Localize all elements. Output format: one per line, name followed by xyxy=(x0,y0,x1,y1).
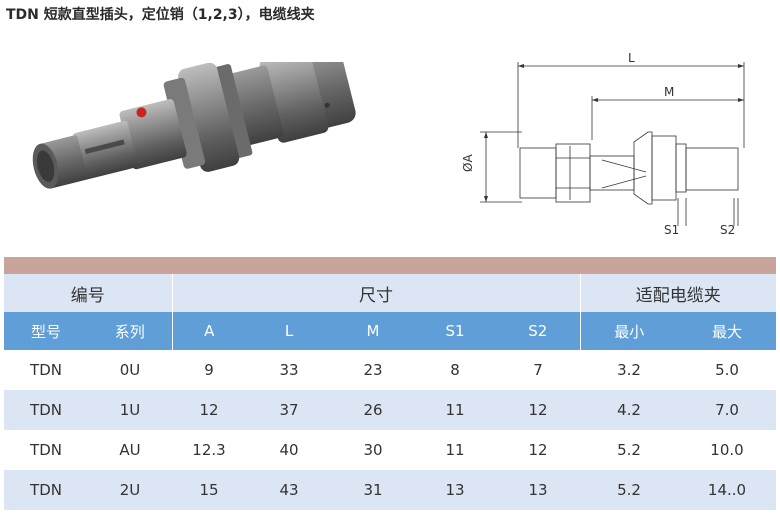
table-cell: 5.0 xyxy=(678,350,776,390)
table-cell: 1U xyxy=(88,390,172,430)
table-cell: 14..0 xyxy=(678,470,776,510)
table-row: TDN 0U 9 33 23 8 7 3.2 5.0 xyxy=(4,350,776,390)
table-cell: 37 xyxy=(246,390,332,430)
label-M: M xyxy=(664,85,674,99)
col-header: S2 xyxy=(496,312,580,350)
table-cell: 12 xyxy=(172,390,246,430)
table-cell: 11 xyxy=(414,390,496,430)
table-cell: 31 xyxy=(332,470,414,510)
table-cell: 9 xyxy=(172,350,246,390)
table-cell: 15 xyxy=(172,470,246,510)
table-cell: 5.2 xyxy=(580,430,678,470)
table-cell: 13 xyxy=(414,470,496,510)
table-cell: 26 xyxy=(332,390,414,430)
table-cell: 5.2 xyxy=(580,470,678,510)
page-title: TDN 短款直型插头，定位销（1,2,3），电缆线夹 xyxy=(6,7,315,23)
label-L: L xyxy=(628,51,635,65)
table-row: TDN AU 12.3 40 30 11 12 5.2 10.0 xyxy=(4,430,776,470)
table-cell: 0U xyxy=(88,350,172,390)
table-cell: 30 xyxy=(332,430,414,470)
col-header: L xyxy=(246,312,332,350)
col-header: 最小 xyxy=(579,312,678,350)
table-cell: 3.2 xyxy=(580,350,678,390)
col-header: M xyxy=(332,312,414,350)
col-header: 型号 xyxy=(4,312,88,350)
col-header: A xyxy=(171,312,246,350)
group-header-cable-clamp: 适配电缆夹 xyxy=(579,274,776,312)
table-cell: 4.2 xyxy=(580,390,678,430)
table-row: TDN 2U 15 43 31 13 13 5.2 14..0 xyxy=(4,470,776,510)
table-cell: 43 xyxy=(246,470,332,510)
table-cell: 7 xyxy=(496,350,580,390)
col-header: S1 xyxy=(414,312,496,350)
spec-table: 编号 尺寸 适配电缆夹 型号 系列 A L M S1 S2 最小 最大 TDN … xyxy=(4,274,776,510)
table-cell: 33 xyxy=(246,350,332,390)
table-cell: 12 xyxy=(496,430,580,470)
table-row: TDN 1U 12 37 26 11 12 4.2 7.0 xyxy=(4,390,776,430)
label-S2: S2 xyxy=(720,223,735,237)
table-cell: 12.3 xyxy=(172,430,246,470)
table-cell: 7.0 xyxy=(678,390,776,430)
col-header: 系列 xyxy=(88,312,172,350)
label-A: ØA xyxy=(461,154,475,172)
table-cell: 2U xyxy=(88,470,172,510)
label-S1: S1 xyxy=(664,223,679,237)
col-header: 最大 xyxy=(678,312,776,350)
table-cell: 23 xyxy=(332,350,414,390)
table-cell: 11 xyxy=(414,430,496,470)
table-cell: 40 xyxy=(246,430,332,470)
table-cell: 10.0 xyxy=(678,430,776,470)
table-cell: 12 xyxy=(496,390,580,430)
table-cell: TDN xyxy=(4,350,88,390)
table-cell: TDN xyxy=(4,390,88,430)
table-cell: AU xyxy=(88,430,172,470)
table-cell: 13 xyxy=(496,470,580,510)
dimension-drawing: L M ØA S1 S2 xyxy=(461,51,745,237)
table-top-band xyxy=(4,257,776,274)
table-cell: TDN xyxy=(4,430,88,470)
connector-photo xyxy=(32,62,356,189)
group-header-size: 尺寸 xyxy=(171,274,580,312)
table-cell: 8 xyxy=(414,350,496,390)
group-header-id: 编号 xyxy=(4,274,172,312)
table-cell: TDN xyxy=(4,470,88,510)
